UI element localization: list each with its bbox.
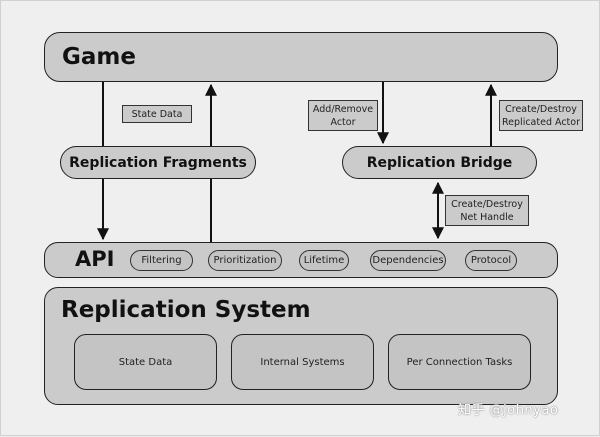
system-box-per-connection-tasks: Per Connection Tasks xyxy=(388,334,531,390)
game-title: Game xyxy=(62,44,136,70)
api-chip-prioritization: Prioritization xyxy=(208,250,282,271)
state-data-label: State Data xyxy=(122,105,192,123)
create-destroy-net-handle-label: Create/Destroy Net Handle xyxy=(445,195,529,226)
api-title: API xyxy=(75,247,115,271)
watermark: 知乎 @johnyao xyxy=(458,403,559,418)
api-chip-protocol: Protocol xyxy=(465,250,517,271)
api-chip-dependencies: Dependencies xyxy=(370,250,446,271)
replication-bridge-node: Replication Bridge xyxy=(342,146,537,179)
api-layer: API Filtering Prioritization Lifetime De… xyxy=(44,242,558,278)
system-box-state-data: State Data xyxy=(74,334,217,390)
replication-fragments-node: Replication Fragments xyxy=(60,146,256,179)
system-box-internal-systems: Internal Systems xyxy=(231,334,374,390)
replication-system-layer: Replication System State Data Internal S… xyxy=(44,287,558,405)
api-chip-lifetime: Lifetime xyxy=(299,250,349,271)
create-destroy-actor-label: Create/Destroy Replicated Actor xyxy=(499,100,583,131)
replication-system-title: Replication System xyxy=(61,297,311,323)
game-layer: Game xyxy=(44,32,558,82)
add-remove-actor-label: Add/Remove Actor xyxy=(308,100,378,131)
api-chip-filtering: Filtering xyxy=(130,250,193,271)
